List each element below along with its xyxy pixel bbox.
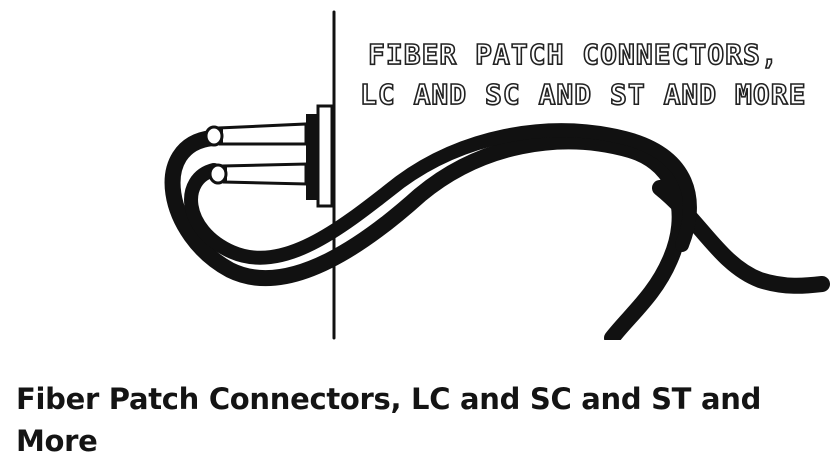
connector-bottom	[208, 162, 308, 186]
article-illustration[interactable]: FIBER PATCH CONNECTORS, LC AND SC AND ST…	[0, 0, 832, 340]
illustration-caption-line2: LC AND SC AND ST AND MORE	[360, 78, 806, 111]
adapter-plate	[306, 104, 334, 208]
article-title[interactable]: Fiber Patch Connectors, LC and SC and ST…	[16, 382, 762, 458]
connector-top	[204, 122, 308, 147]
cable-inner	[184, 123, 697, 265]
illustration-caption-line1: FIBER PATCH CONNECTORS,	[368, 38, 779, 71]
